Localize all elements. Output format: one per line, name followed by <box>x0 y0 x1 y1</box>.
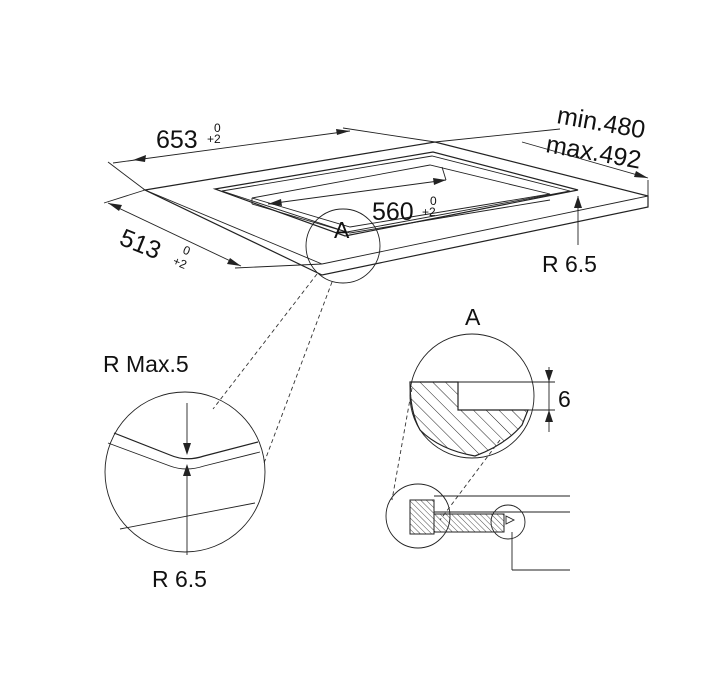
depth-dimension-label: 513 <box>116 224 165 266</box>
detail-marker-a: A <box>305 208 381 284</box>
inner-width-tolerance-bottom: +2 <box>422 205 436 219</box>
width-dimension-label: 653 <box>156 126 198 154</box>
section-detail-title: A <box>465 304 481 330</box>
radius-max-label: R Max.5 <box>103 351 189 377</box>
radius-top-label: R 6.5 <box>542 251 597 277</box>
worktop-outline <box>143 141 649 276</box>
cutout-opening <box>212 151 579 237</box>
detail-marker-label: A <box>334 217 350 243</box>
radius-top-annotation: R 6.5 <box>542 196 597 277</box>
inner-width-dimension-label: 560 <box>372 198 414 226</box>
radius-bottom-label: R 6.5 <box>152 566 207 592</box>
assembly-section <box>385 483 570 571</box>
width-tolerance-top: 0 <box>214 121 221 135</box>
thickness-label: 6 <box>558 386 571 412</box>
dimension-depth-range: min.480 max.492 <box>434 101 649 196</box>
corner-radius-detail: R Max.5 R 6.5 <box>103 351 266 592</box>
inner-width-tolerance-top: 0 <box>430 194 437 208</box>
section-detail-a: A 6 <box>409 304 571 459</box>
width-tolerance-bottom: +2 <box>207 132 221 146</box>
dimension-inner-width: 560 0 +2 <box>267 166 447 226</box>
dimension-width: 653 0 +2 <box>107 121 436 191</box>
depth-tolerance-top: 0 <box>181 243 193 259</box>
depth-tolerance-bottom: +2 <box>171 254 189 272</box>
